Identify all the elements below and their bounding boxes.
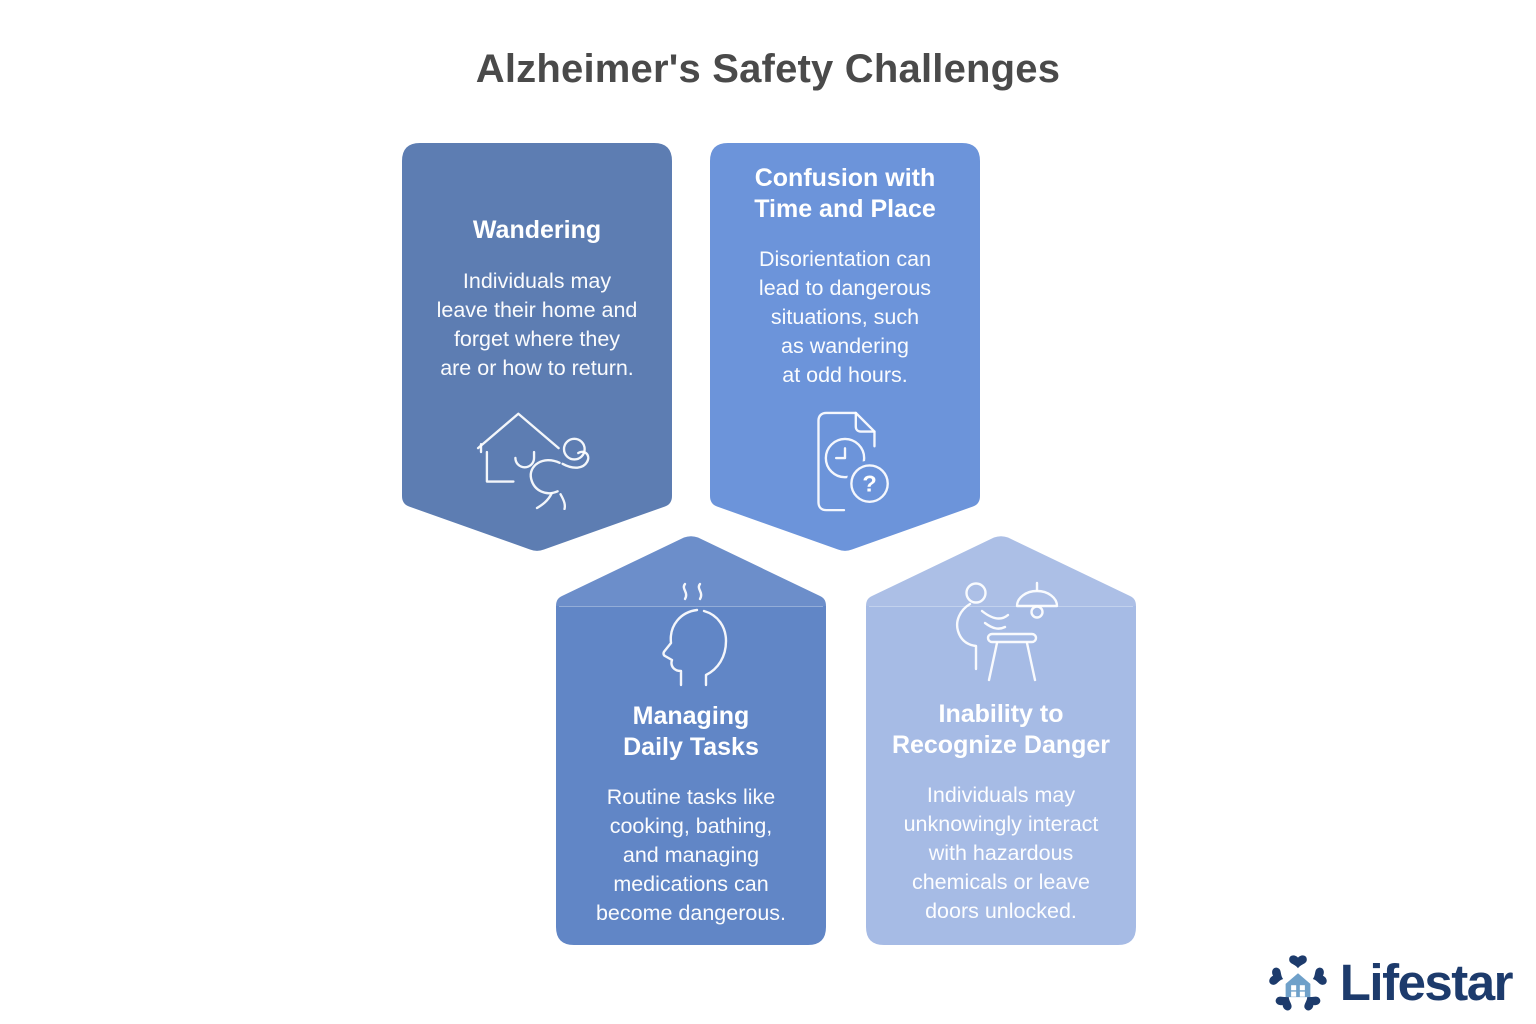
document-clock-question-icon: ?: [795, 407, 895, 517]
house-wandering-person-icon: [470, 400, 604, 510]
card-tasks-content: Managing Daily Tasks Routine tasks like …: [556, 535, 826, 990]
card-body: Disorientation can lead to dangerous sit…: [758, 247, 932, 388]
logo-star-petals: [1269, 955, 1327, 1011]
card-title: Wandering: [472, 216, 602, 244]
card-title: Confusion with Time and Place: [754, 164, 936, 223]
lifestar-logo-icon: [1269, 955, 1327, 1011]
page-title: Alzheimer's Safety Challenges: [475, 46, 1061, 91]
lifestar-logo-text: Lifestar: [1339, 953, 1514, 1011]
card-wandering-content: Wandering Individuals may leave their ho…: [402, 143, 672, 625]
question-mark-glyph: ?: [862, 471, 876, 497]
lifestar-logo: Lifestar: [1265, 948, 1514, 1016]
logo-house: [1285, 973, 1311, 998]
question-halo: [846, 461, 892, 507]
card-inability-recognize-danger: Inability to Recognize Danger Individual…: [866, 535, 1136, 945]
person-stool-lamp-icon: [940, 580, 1062, 686]
card-confusion-time-place: Confusion with Time and Place Disorienta…: [710, 143, 980, 553]
card-body: Routine tasks like cooking, bathing, and…: [595, 785, 787, 926]
card-managing-daily-tasks: Managing Daily Tasks Routine tasks like …: [556, 535, 826, 945]
logo-house-windows: [1290, 985, 1305, 997]
card-danger-content: Inability to Recognize Danger Individual…: [866, 535, 1136, 990]
card-title: Inability to Recognize Danger: [891, 700, 1111, 759]
card-title: Managing Daily Tasks: [623, 702, 759, 761]
card-body: Individuals may unknowingly interact wit…: [903, 783, 1099, 924]
card-wandering: Wandering Individuals may leave their ho…: [402, 143, 672, 553]
card-confusion-content: Confusion with Time and Place Disorienta…: [710, 143, 980, 573]
confused-head-steam-icon: [642, 580, 740, 688]
card-body: Individuals may leave their home and for…: [436, 268, 638, 380]
